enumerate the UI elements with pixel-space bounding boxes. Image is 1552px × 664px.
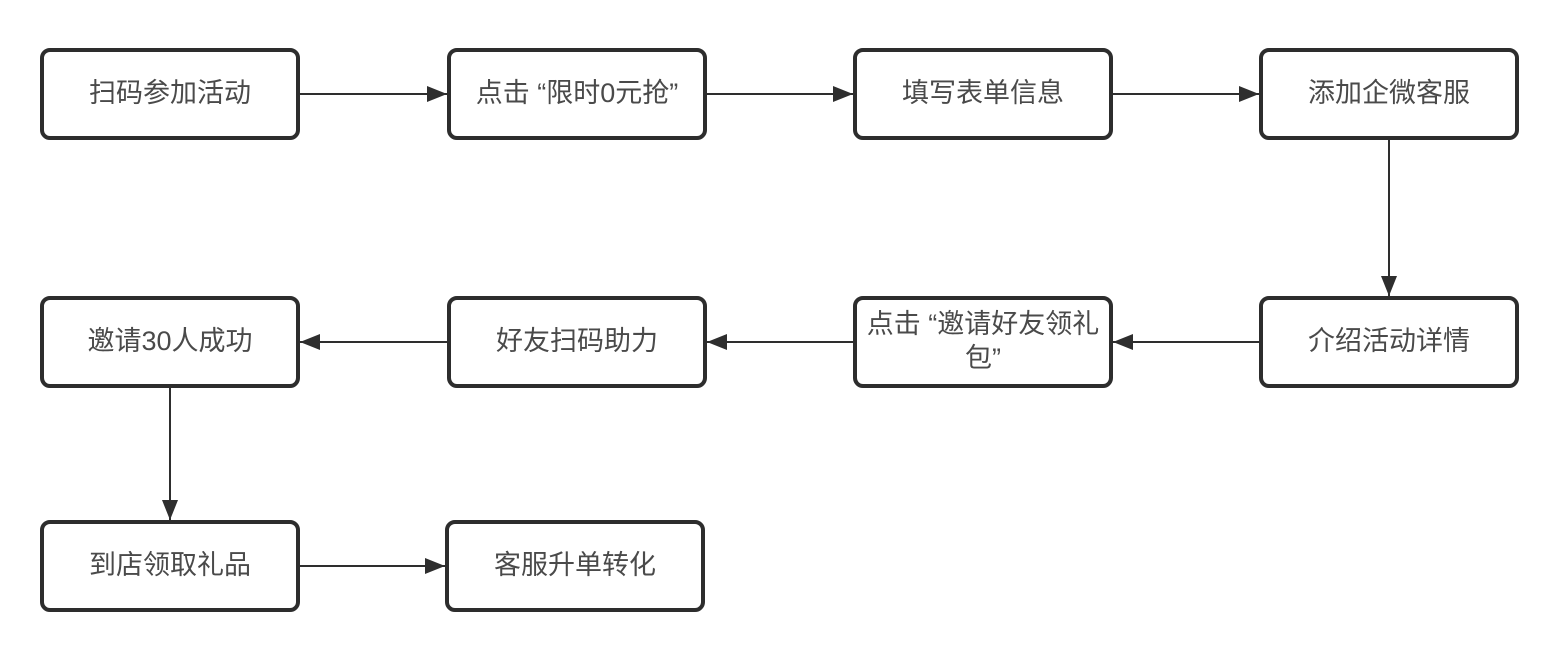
- flow-node-invite-30-success: 邀请30人成功: [40, 296, 300, 388]
- connector-assist-to-30success-arrow: [300, 334, 447, 350]
- flow-node-introduce-activity: 介绍活动详情: [1259, 296, 1519, 388]
- flow-node-store-collect-gift: 到店领取礼品: [40, 520, 300, 612]
- connector-form-to-wecom-arrow: [1113, 86, 1259, 102]
- connector-scan-to-click-arrow: [300, 86, 447, 102]
- connector-invite-to-assist-arrow: [707, 334, 853, 350]
- flow-node-add-wecom-service: 添加企微客服: [1259, 48, 1519, 140]
- connector-store-to-upsell-arrow: [300, 558, 445, 574]
- connector-introduce-to-invite-arrow: [1113, 334, 1259, 350]
- flow-node-fill-form: 填写表单信息: [853, 48, 1113, 140]
- flow-node-service-upsell: 客服升单转化: [445, 520, 705, 612]
- connector-wecom-to-introduce-arrow: [1381, 140, 1397, 296]
- flow-node-click-limited-time-0yuan: 点击 “限时0元抢”: [447, 48, 707, 140]
- flow-node-scan-code: 扫码参加活动: [40, 48, 300, 140]
- flow-node-click-invite-friends: 点击 “邀请好友领礼包”: [853, 296, 1113, 388]
- flow-node-friends-scan-assist: 好友扫码助力: [447, 296, 707, 388]
- connector-click-to-form-arrow: [707, 86, 853, 102]
- connector-30success-to-store-arrow: [162, 388, 178, 520]
